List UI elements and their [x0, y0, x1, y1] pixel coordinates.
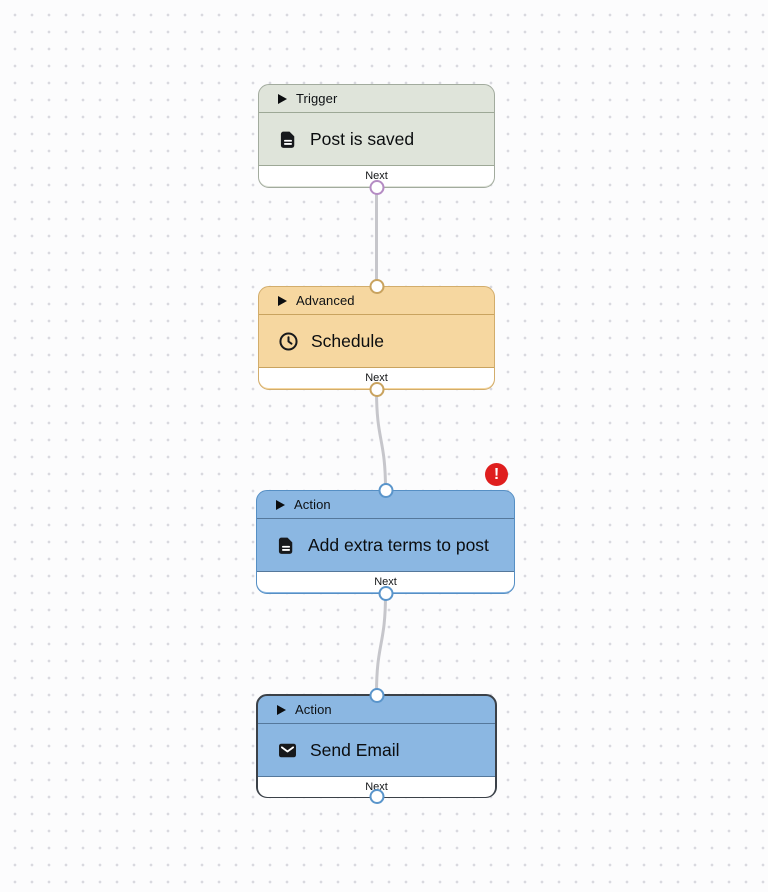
node-header[interactable]: Action: [258, 696, 495, 724]
input-port[interactable]: [378, 483, 393, 498]
error-badge[interactable]: !: [485, 463, 508, 486]
collapse-triangle-icon[interactable]: [277, 704, 286, 715]
node-category-label: Action: [294, 497, 331, 512]
node-trigger-post-is-saved[interactable]: Trigger Post is saved Next: [258, 84, 495, 195]
document-icon: [278, 129, 298, 150]
next-label: Next: [365, 170, 388, 182]
node-title: Send Email: [310, 739, 400, 760]
output-port[interactable]: [369, 180, 384, 195]
clock-icon: [278, 331, 299, 352]
collapse-triangle-icon[interactable]: [276, 499, 285, 510]
connector-advanced-to-action1[interactable]: [375, 388, 387, 492]
node-body[interactable]: Add extra terms to post: [257, 519, 514, 572]
output-port[interactable]: [369, 382, 384, 397]
node-action-add-extra-terms[interactable]: ! Action Add extra terms to post Next: [256, 463, 515, 601]
node-title: Post is saved: [310, 128, 415, 149]
node-footer: Next: [259, 368, 494, 388]
node-footer: Next: [257, 572, 514, 592]
input-port[interactable]: [369, 688, 384, 703]
node-footer: Next: [259, 166, 494, 186]
connector-action1-to-action2[interactable]: [375, 592, 387, 696]
node-action-send-email[interactable]: Action Send Email Next: [256, 688, 497, 804]
collapse-triangle-icon[interactable]: [278, 93, 287, 104]
output-port[interactable]: [369, 789, 384, 804]
output-port[interactable]: [378, 586, 393, 601]
node-body[interactable]: Schedule: [259, 315, 494, 368]
node-header[interactable]: Advanced: [259, 287, 494, 315]
node-title: Schedule: [311, 330, 384, 351]
collapse-triangle-icon[interactable]: [278, 295, 287, 306]
envelope-icon: [277, 740, 298, 761]
input-port[interactable]: [369, 279, 384, 294]
node-category-label: Action: [295, 702, 332, 717]
next-label: Next: [365, 372, 388, 384]
node-category-label: Trigger: [296, 91, 338, 106]
node-body[interactable]: Send Email: [258, 724, 495, 777]
node-header[interactable]: Action: [257, 491, 514, 519]
next-label: Next: [374, 576, 397, 588]
node-advanced-schedule[interactable]: Advanced Schedule Next: [258, 279, 495, 397]
node-title: Add extra terms to post: [308, 534, 489, 555]
node-category-label: Advanced: [296, 293, 355, 308]
node-body[interactable]: Post is saved: [259, 113, 494, 166]
node-header[interactable]: Trigger: [259, 85, 494, 113]
node-footer: Next: [258, 777, 495, 797]
document-icon: [276, 535, 296, 556]
